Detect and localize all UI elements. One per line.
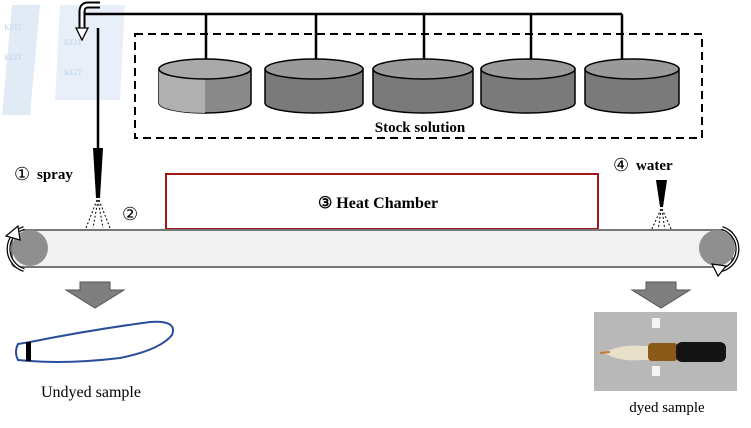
water-label: water — [636, 158, 673, 174]
water-step-number: ④ — [613, 155, 629, 175]
right-rotation-arrow-icon — [710, 226, 740, 278]
tank-1 — [158, 58, 252, 114]
spray-step-number: ① — [14, 164, 30, 184]
heat-chamber-box — [165, 173, 599, 230]
supply-pipes — [82, 12, 624, 148]
dyed-sample-label: dyed sample — [629, 400, 705, 416]
undyed-sample-label: Undyed sample — [41, 384, 141, 401]
down-arrow-icon — [64, 281, 126, 309]
watermark-text: KEIT — [64, 68, 82, 77]
stock-solution-box — [134, 33, 703, 139]
watermark-text: KEIT — [4, 53, 22, 62]
flow-arrow-icon — [74, 1, 100, 42]
tank-2 — [264, 58, 364, 114]
left-rotation-arrow-icon — [4, 224, 25, 272]
watermark-text: KEIT — [4, 23, 22, 32]
undyed-sample-illustration — [15, 320, 174, 363]
spray-nozzle — [85, 148, 111, 229]
spray-label: spray — [37, 167, 73, 183]
water-nozzle — [650, 180, 673, 232]
stock-solution-label: Stock solution — [375, 120, 466, 136]
suction-step-number: ② — [122, 204, 138, 224]
down-arrow-icon — [630, 281, 692, 309]
conveyor-belt — [11, 229, 735, 268]
heat-chamber-label: ③ Heat Chamber — [318, 195, 438, 212]
watermark-text: KEIT — [64, 38, 82, 47]
tank-4 — [480, 58, 576, 114]
watermark: KEIT KEIT KEIT KEIT — [2, 5, 125, 115]
right-roller — [699, 230, 735, 266]
stock-tanks — [158, 58, 680, 114]
tank-5 — [584, 58, 680, 114]
dyed-sample-photo — [594, 312, 737, 391]
tank-3 — [372, 58, 474, 114]
left-roller — [12, 230, 48, 266]
